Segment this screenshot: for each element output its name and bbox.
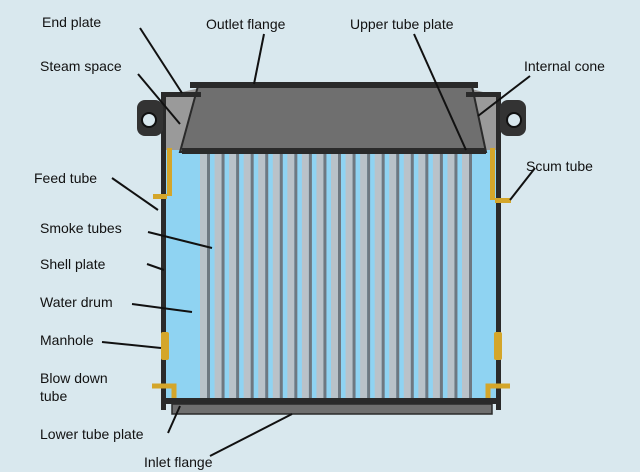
label-outlet-flange: Outlet flange <box>206 16 286 32</box>
smoke-tube <box>229 154 240 398</box>
leader-upper-tube-plate <box>413 33 467 151</box>
label-shell-plate: Shell plate <box>40 256 106 272</box>
smoke-tube <box>331 154 341 398</box>
label-end-plate: End plate <box>42 14 102 30</box>
smoke-tube <box>316 154 327 398</box>
label-feed-tube: Feed tube <box>34 170 98 186</box>
smoke-tube <box>301 154 312 398</box>
label-blow-down-line2: tube <box>40 388 68 404</box>
label-blow-down-line1: Blow down <box>40 370 108 386</box>
smoke-tube <box>389 154 400 398</box>
leader-lines <box>101 27 536 457</box>
leader-manhole <box>101 341 162 349</box>
feed-tube-outlet <box>153 194 167 199</box>
shell-plate-right <box>496 94 501 410</box>
smoke-tube <box>243 154 254 398</box>
label-inlet-flange: Inlet flange <box>144 454 213 470</box>
leader-outlet-flange <box>253 33 265 85</box>
shell-plate-left <box>161 94 166 410</box>
label-smoke-tubes: Smoke tubes <box>40 220 122 236</box>
label-manhole: Manhole <box>40 332 94 348</box>
scum-tube <box>490 148 495 200</box>
smoke-tube <box>403 154 414 398</box>
leader-inlet-flange <box>209 413 293 457</box>
smoke-tube <box>418 154 429 398</box>
manhole-left <box>161 332 169 360</box>
inlet-flange <box>171 403 493 415</box>
leader-shell-plate <box>146 263 165 271</box>
smoke-tube <box>272 154 283 398</box>
smoke-tube <box>462 154 472 398</box>
internal-cone <box>178 85 488 153</box>
lug-right <box>500 100 526 136</box>
end-plate <box>161 92 201 97</box>
label-upper-tube-plate: Upper tube plate <box>350 16 454 32</box>
leader-feed-tube <box>111 177 159 211</box>
feed-tube <box>167 148 172 196</box>
upper-tube-plate <box>182 148 486 154</box>
lug-left <box>137 100 163 136</box>
smoke-tube <box>447 154 458 398</box>
smoke-tube <box>287 154 298 398</box>
leader-steam-space <box>137 73 181 125</box>
label-scum-tube: Scum tube <box>526 158 593 174</box>
smoke-tube <box>258 154 269 398</box>
smoke-tube <box>360 154 371 398</box>
leader-lower-tube-plate <box>167 405 181 434</box>
smoke-tubes-group <box>200 154 472 398</box>
scum-tube-outlet <box>495 198 511 203</box>
blow-down-tube-left <box>152 383 177 398</box>
leader-end-plate <box>139 27 183 94</box>
steam-space <box>164 88 200 150</box>
manhole-right <box>494 332 502 360</box>
label-water-drum: Water drum <box>40 294 113 310</box>
smoke-tube <box>200 154 210 398</box>
smoke-tube <box>432 154 443 398</box>
label-internal-cone: Internal cone <box>524 58 605 74</box>
label-lower-tube-plate: Lower tube plate <box>40 426 144 442</box>
smoke-tube <box>345 154 356 398</box>
outlet-flange <box>190 82 478 88</box>
leader-internal-cone <box>477 75 531 117</box>
leader-smoke-tubes <box>147 231 213 249</box>
smoke-tube <box>214 154 225 398</box>
label-steam-space: Steam space <box>40 58 122 74</box>
lower-tube-plate <box>166 398 496 404</box>
leader-scum-tube <box>509 167 536 201</box>
blow-down-tube-right <box>485 383 510 398</box>
leader-water-drum <box>131 303 193 313</box>
end-plate-right <box>466 92 501 97</box>
smoke-tube <box>374 154 385 398</box>
